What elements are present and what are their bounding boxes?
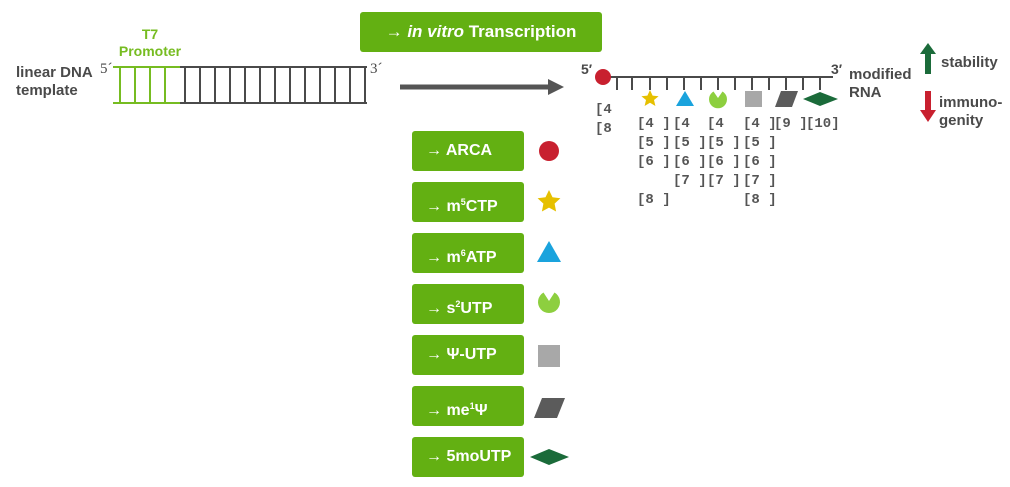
linear-dna-template-label: linear DNA template	[16, 64, 93, 100]
stability-up-arrow-icon	[920, 43, 936, 74]
banner-rest-text: Transcription	[463, 22, 577, 41]
m6atp-arrow: →	[426, 249, 447, 266]
t7-promoter-label-line1: T7	[141, 26, 159, 42]
rna-me1psi-parallelogram-icon	[775, 91, 798, 107]
red-circle-icon	[539, 141, 559, 161]
me1psi-sup: 1	[469, 401, 475, 411]
m5ctp-post: CTP	[465, 198, 498, 215]
rna-three-prime-label: 3′	[831, 61, 843, 77]
m5ctp-sup: 5	[460, 197, 466, 207]
rna-5moutp-diamond-icon	[803, 92, 838, 106]
template-label-line2: template	[16, 82, 78, 99]
diamond-icon	[530, 449, 569, 465]
arca-text: ARCA	[445, 142, 493, 159]
transcription-arrow	[400, 79, 564, 95]
m5ctp-references: [4 ] [5 ] [6 ] [8 ]	[637, 116, 671, 208]
me1psi-arrow: →	[426, 402, 447, 419]
pacman-icon	[538, 292, 560, 314]
arca-arrow: →	[426, 142, 446, 159]
m5ctp-pre: m	[446, 198, 461, 215]
immunogenity-label: immuno- genity	[939, 94, 1002, 130]
rna-m5ctp-star-icon	[641, 90, 659, 106]
dna-template	[180, 66, 367, 104]
m6atp-references: [4 [5 ] [6 ] [7 ]	[673, 116, 707, 189]
rna-m6atp-triangle-icon	[676, 91, 694, 106]
rna-s2utp-pacman-icon	[708, 91, 728, 109]
5moutp-button: → 5moUTP	[412, 437, 524, 477]
me1psi-references: [9 ]	[774, 116, 808, 132]
m6atp-pre: m	[446, 249, 461, 266]
dna-three-prime-label: 3´	[370, 61, 383, 77]
s2utp-arrow: →	[426, 300, 447, 317]
psi-utp-text: Ψ-UTP	[446, 346, 497, 363]
immunogenity-down-arrow-icon	[920, 91, 936, 122]
immunogenity-label-line2: genity	[939, 112, 984, 129]
modified-rna-label-line1: modified	[849, 66, 912, 83]
template-label-line1: linear DNA	[16, 64, 93, 81]
rna-five-prime-label: 5′	[581, 61, 593, 77]
5moutp-text: 5moUTP	[446, 448, 512, 465]
psi-references: [4 ] [5 ] [6 ] [7 ] [8 ]	[743, 116, 777, 208]
in-vitro-transcription-banner: → in vitro Transcription	[360, 12, 602, 52]
m5ctp-button: → m5CTP	[412, 182, 524, 222]
psi-utp-button: → Ψ-UTP	[412, 335, 524, 375]
psi-utp-arrow: →	[426, 346, 447, 363]
arca-button: → ARCA	[412, 131, 524, 171]
s2utp-references: [4 [5 ] [6 ] [7 ]	[707, 116, 741, 189]
m6atp-post: ATP	[465, 249, 497, 266]
stability-label: stability	[941, 54, 998, 71]
parallelogram-icon	[534, 398, 565, 418]
yellow-star-icon	[537, 190, 561, 212]
modified-rna-label: modified RNA	[849, 66, 912, 102]
arca-references: [4 [8	[595, 102, 612, 137]
me1psi-pre: me	[446, 402, 470, 419]
gray-square-icon	[538, 345, 560, 367]
me1psi-post: Ψ	[474, 402, 488, 419]
t7-promoter-dna	[113, 66, 180, 104]
banner-arrow: →	[385, 22, 403, 41]
s2utp-button: → s2UTP	[412, 284, 524, 324]
rna-psi-square-icon	[745, 91, 762, 107]
m6atp-button: → m6ATP	[412, 233, 524, 273]
immunogenity-label-line1: immuno-	[939, 94, 1003, 111]
banner-italic-text: in vitro	[407, 22, 464, 41]
modified-rna-label-line2: RNA	[849, 84, 882, 101]
5moutp-arrow: →	[426, 448, 447, 465]
t7-promoter-label: T7 Promoter	[112, 26, 188, 60]
t7-promoter-label-line2: Promoter	[118, 43, 182, 59]
rna-arca-cap-icon	[595, 69, 611, 85]
dna-five-prime-label: 5´	[100, 61, 113, 77]
5moutp-references: [10]	[806, 116, 840, 132]
s2utp-sup: 2	[455, 299, 461, 309]
blue-triangle-icon	[537, 241, 561, 262]
m5ctp-arrow: →	[426, 198, 447, 215]
modified-rna-strand	[604, 76, 833, 90]
me1psi-button: → me1Ψ	[412, 386, 524, 426]
s2utp-post: UTP	[460, 300, 493, 317]
s2utp-pre: s	[446, 300, 456, 317]
m6atp-sup: 6	[460, 248, 466, 258]
